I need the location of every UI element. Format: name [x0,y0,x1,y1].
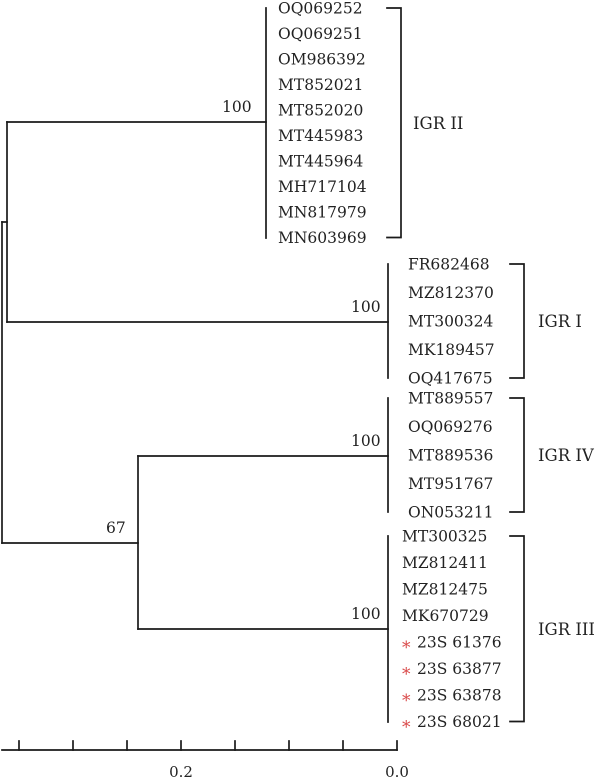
leaf-label: 23S 63877 [417,660,502,678]
leaf-label: OQ069251 [278,25,363,43]
leaf-label: MN817979 [278,204,367,222]
group-labels: IGR II IGR I IGR IV IGR III [413,114,595,639]
leaf-label: MT300325 [402,528,487,546]
leaf-label: MT445983 [278,127,363,145]
group-bracket [509,263,525,379]
scale-axis: 0.2 0.0 [1,740,409,781]
leaf-label: ON053211 [408,504,493,522]
bootstrap-igr-ii: 100 [222,98,252,116]
leaf-labels: OQ069252OQ069251OM986392MT852021MT852020… [278,0,502,738]
group-bracket [509,397,525,513]
leaf-label: MT951767 [408,475,493,493]
group-label: IGR IV [538,446,595,465]
leaf-label: OM986392 [278,51,366,69]
group-label: IGR II [413,114,463,133]
leaf-label: FR682468 [408,256,490,274]
group-label: IGR I [538,312,582,331]
leaf-label: MT889536 [408,447,493,465]
bootstrap-inner-node: 67 [106,519,126,537]
leaf-label: 23S 61376 [417,634,502,652]
leaf-label: 23S 68021 [417,713,502,731]
bootstrap-igr-iv: 100 [351,432,381,450]
leaf-label: OQ069276 [408,418,493,436]
bootstrap-igr-iii: 100 [351,605,381,623]
axis-tick-label: 0.0 [385,763,409,781]
bootstrap-values: 100 100 100 100 67 [106,98,381,623]
leaf-label: MZ812370 [408,284,494,302]
leaf-label: MZ812475 [402,581,488,599]
leaf-label: MH717104 [278,178,367,196]
tree-branches [1,7,389,723]
asterisk-icon: * [402,718,411,738]
asterisk-icon: * [402,665,411,685]
group-bracket [509,535,525,723]
leaf-label: MT852021 [278,76,363,94]
leaf-label: MT889557 [408,390,493,408]
leaf-label: OQ417675 [408,370,493,388]
asterisk-icon: * [402,691,411,711]
leaf-label: MK189457 [408,341,495,359]
group-brackets [386,7,525,723]
leaf-label: OQ069252 [278,0,363,18]
leaf-label: MT300324 [408,313,494,331]
group-bracket [386,7,402,239]
bootstrap-igr-i: 100 [351,298,381,316]
leaf-label: MT852020 [278,102,363,120]
leaf-label: 23S 63878 [417,687,502,705]
leaf-label: MT445964 [278,153,364,171]
leaf-label: MN603969 [278,229,367,247]
group-label: IGR III [538,620,595,639]
asterisk-icon: * [402,638,411,658]
leaf-label: MK670729 [402,607,489,625]
axis-tick-label: 0.2 [169,763,193,781]
leaf-label: MZ812411 [402,554,488,572]
